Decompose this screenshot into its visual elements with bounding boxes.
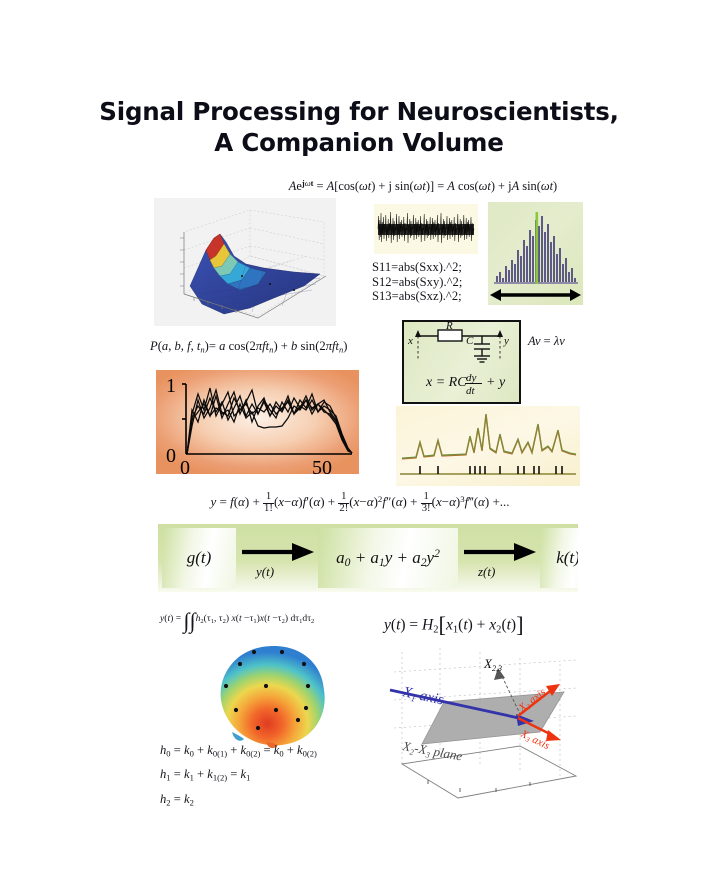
title-line-1: Signal Processing for Neuroscientists, <box>99 97 619 126</box>
x23-pointer <box>494 668 521 715</box>
plane-label: X2-X3 plane <box>400 738 464 765</box>
svg-text:x = RC: x = RC <box>425 375 467 390</box>
code-line-1: S11=abs(Sxx).^2; <box>372 260 462 274</box>
equation-eigenvalue: Av = λv <box>528 334 565 348</box>
rc-circuit-diagram: x y R C x = RC dy dt + y <box>402 320 521 404</box>
block-system-label: a0 + a1y + a2y2 <box>336 547 440 569</box>
page-title: Signal Processing for Neuroscientists, A… <box>0 96 718 158</box>
surface-3d-panel <box>154 198 336 326</box>
x-tick-0: 0 <box>180 457 190 474</box>
resistor-label: R <box>445 322 453 332</box>
svg-text:dt: dt <box>466 385 476 397</box>
block-output: k(t) <box>540 528 578 588</box>
eeg-topography <box>210 642 340 750</box>
equation-euler: Aejωt = A[cos(ωt) + j sin(ωt)] = A cos(ω… <box>288 178 558 194</box>
svg-text:dy: dy <box>466 372 477 384</box>
kernel-eq-h0: h0 = k0 + k0(1) + k0(2) = k0 + k0(2) <box>160 743 317 759</box>
equation-volterra: y(t) = ∫∫h2(τ1, τ2) x(t −τ1)x(t −τ2) dτ1… <box>160 608 315 633</box>
x23-label: X2,3 <box>483 656 502 673</box>
block-output-label: k(t) <box>556 548 578 567</box>
x2-axis <box>517 684 560 717</box>
svg-text:x: x <box>407 335 413 347</box>
arrow-1-icon <box>242 543 314 561</box>
x-tick-50: 50 <box>312 457 332 474</box>
y-tick-0: 0 <box>166 445 176 467</box>
arrow-2-icon <box>464 543 536 561</box>
x1-axis-label: X1 axis <box>400 684 445 710</box>
orange-traces-panel: 1 0 0 50 <box>156 370 359 474</box>
kernel-eq-h1: h1 = k1 + k1(2) = k1 <box>160 767 251 783</box>
equation-h2-operator: y(t) = H2[x1(t) + x2(t)] <box>384 612 524 637</box>
y-tick-1: 1 <box>166 375 176 397</box>
axes-3d-diagram: X2,3 X1 axis X2 axis X3 axis X2-X3 plane <box>388 646 584 806</box>
spectral-peaks-panel <box>396 406 580 486</box>
block-system: a0 + a1y + a2y2 <box>318 528 458 588</box>
svg-text:+ y: + y <box>486 375 506 390</box>
x1-axis <box>389 688 534 726</box>
x3-axis <box>517 716 561 741</box>
svg-text:y: y <box>503 335 509 347</box>
block-input-label: g(t) <box>186 548 212 567</box>
code-line-3: S13=abs(Sxz).^2; <box>372 289 462 304</box>
double-arrow-icon <box>490 289 581 301</box>
cover-collage: Aejωt = A[cos(ωt) + j sin(ωt)] = A cos(ω… <box>140 176 583 836</box>
signal-label-1: y(t) <box>256 564 275 579</box>
kernel-equations: h0 = k0 + k0(1) + k0(2) = k0 + k0(2) h1 … <box>160 740 317 813</box>
equation-fourier-pair: P(a, b, f, tn)= a cos(2πftn) + b sin(2πf… <box>150 339 348 355</box>
block-input: g(t) <box>162 528 236 588</box>
capacitor-label: C <box>466 335 474 347</box>
code-line-2: S12=abs(Sxy).^2; <box>372 274 463 289</box>
noise-signal-panel <box>374 204 478 254</box>
green-histogram-panel <box>488 202 583 305</box>
matlab-code-block: S11=abs(Sxx).^2; S12=abs(Sxy).^2; S13=ab… <box>372 260 462 304</box>
block-diagram: g(t) y(t) a0 + a1y + a2y2 z(t) k(t) <box>158 524 578 592</box>
signal-label-2: z(t) <box>478 564 496 579</box>
kernel-eq-h2: h2 = k2 <box>160 791 194 808</box>
title-line-2: A Companion Volume <box>214 128 504 157</box>
